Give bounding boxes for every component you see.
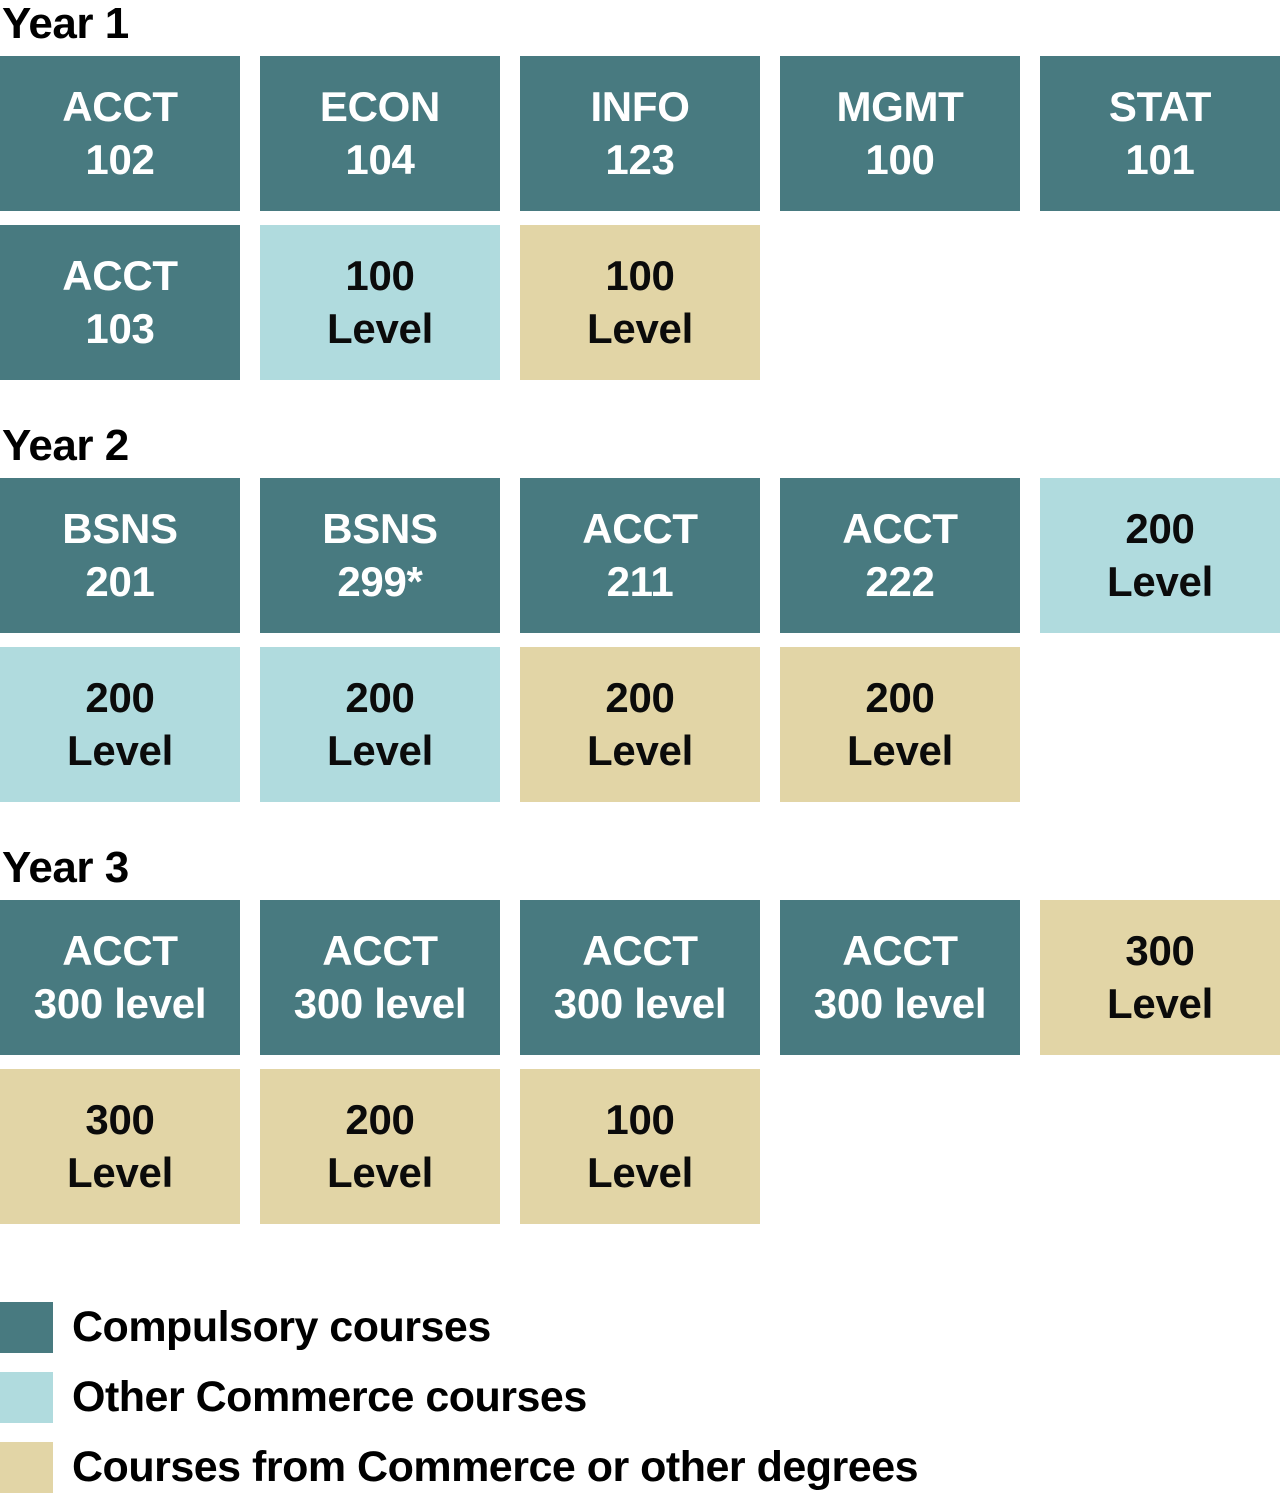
- course-box-line: 100: [605, 1095, 675, 1143]
- course-box-line: Level: [847, 726, 953, 774]
- course-box-line: MGMT: [836, 82, 964, 130]
- course-box-compulsory: ACCT 300 level: [260, 900, 500, 1055]
- course-box-compulsory: ECON 104: [260, 56, 500, 211]
- course-box-line: 100: [345, 251, 415, 299]
- course-box-line: Level: [1107, 979, 1213, 1027]
- course-box-line: 100: [865, 135, 935, 183]
- course-box-compulsory: STAT 101: [1040, 56, 1280, 211]
- course-box-line: ACCT: [842, 504, 958, 552]
- course-box-line: 102: [85, 135, 155, 183]
- course-box-compulsory: ACCT 300 level: [780, 900, 1020, 1055]
- year-section-3: Year 3 ACCT 300 level ACCT 300 level ACCT 300 …: [0, 844, 1280, 1224]
- course-box-line: 300 level: [293, 979, 467, 1027]
- course-box-line: ACCT: [582, 504, 698, 552]
- course-box-line: Level: [587, 1148, 693, 1196]
- legend-label: Compulsory courses: [72, 1303, 491, 1351]
- course-box-line: 201: [85, 557, 155, 605]
- course-box-line: 101: [1125, 135, 1195, 183]
- course-box-line: 123: [605, 135, 675, 183]
- course-box-line: ACCT: [582, 926, 698, 974]
- course-box-line: 300: [85, 1095, 155, 1143]
- course-box-line: 300 level: [553, 979, 727, 1027]
- legend-swatch-other-commerce: [0, 1372, 53, 1423]
- course-box-line: 200: [345, 673, 415, 721]
- course-box-line: INFO: [590, 82, 690, 130]
- year-section-1: Year 1 ACCT 102 ECON 104 INFO 123 MGMT 100 STAT 10…: [0, 0, 1280, 380]
- legend-swatch-compulsory: [0, 1302, 53, 1353]
- course-box-line: ACCT: [62, 926, 178, 974]
- legend-item-compulsory: Compulsory courses: [0, 1302, 1280, 1353]
- course-box-line: BSNS: [62, 504, 178, 552]
- course-box-line: 211: [606, 557, 674, 605]
- course-box-compulsory: ACCT 300 level: [520, 900, 760, 1055]
- course-box-line: ACCT: [62, 82, 178, 130]
- course-box-line: 200: [605, 673, 675, 721]
- legend-item-other-commerce: Other Commerce courses: [0, 1372, 1280, 1423]
- course-box-compulsory: INFO 123: [520, 56, 760, 211]
- course-box-line: STAT: [1108, 82, 1212, 130]
- course-box-line: 200: [865, 673, 935, 721]
- year-heading: Year 2: [2, 421, 129, 470]
- course-box-compulsory: ACCT 300 level: [0, 900, 240, 1055]
- course-box-line: 200: [345, 1095, 415, 1143]
- legend-label: Other Commerce courses: [72, 1373, 587, 1421]
- course-box-line: 300: [1125, 926, 1195, 974]
- course-box-line: Level: [327, 726, 433, 774]
- course-box-line: Level: [587, 304, 693, 352]
- course-box-compulsory: MGMT 100: [780, 56, 1020, 211]
- course-box-line: 103: [85, 304, 155, 352]
- course-box-line: Level: [67, 1148, 173, 1196]
- legend-item-other-degrees: Courses from Commerce or other degrees: [0, 1442, 1280, 1493]
- course-box-line: ACCT: [842, 926, 958, 974]
- course-box-line: BSNS: [322, 504, 438, 552]
- legend-swatch-other-degrees: [0, 1442, 53, 1493]
- course-box-line: 222: [865, 557, 935, 605]
- course-box-line: Level: [587, 726, 693, 774]
- legend-label: Courses from Commerce or other degrees: [72, 1443, 919, 1491]
- course-box-line: 200: [85, 673, 155, 721]
- course-box-compulsory: BSNS 201: [0, 478, 240, 633]
- course-box-line: Level: [327, 304, 433, 352]
- course-box-compulsory: ACCT 103: [0, 225, 240, 380]
- course-box-line: ACCT: [62, 251, 178, 299]
- year-heading: Year 1: [2, 0, 129, 48]
- course-box-line: 104: [345, 135, 415, 183]
- course-box-line: ECON: [319, 82, 441, 130]
- course-box-compulsory: BSNS 299*: [260, 478, 500, 633]
- course-box-line: Level: [1107, 557, 1213, 605]
- course-box-compulsory: ACCT 222: [780, 478, 1020, 633]
- course-box-line: 300 level: [813, 979, 987, 1027]
- course-box-line: 299*: [337, 557, 423, 605]
- course-box-compulsory: ACCT 211: [520, 478, 760, 633]
- course-box-line: Level: [327, 1148, 433, 1196]
- course-box-compulsory: ACCT 102: [0, 56, 240, 211]
- course-box-line: 300 level: [33, 979, 207, 1027]
- year-heading: Year 3: [2, 843, 129, 892]
- course-box-line: ACCT: [322, 926, 438, 974]
- course-box-line: 200: [1125, 504, 1195, 552]
- course-box-line: Level: [67, 726, 173, 774]
- course-box-line: 100: [605, 251, 675, 299]
